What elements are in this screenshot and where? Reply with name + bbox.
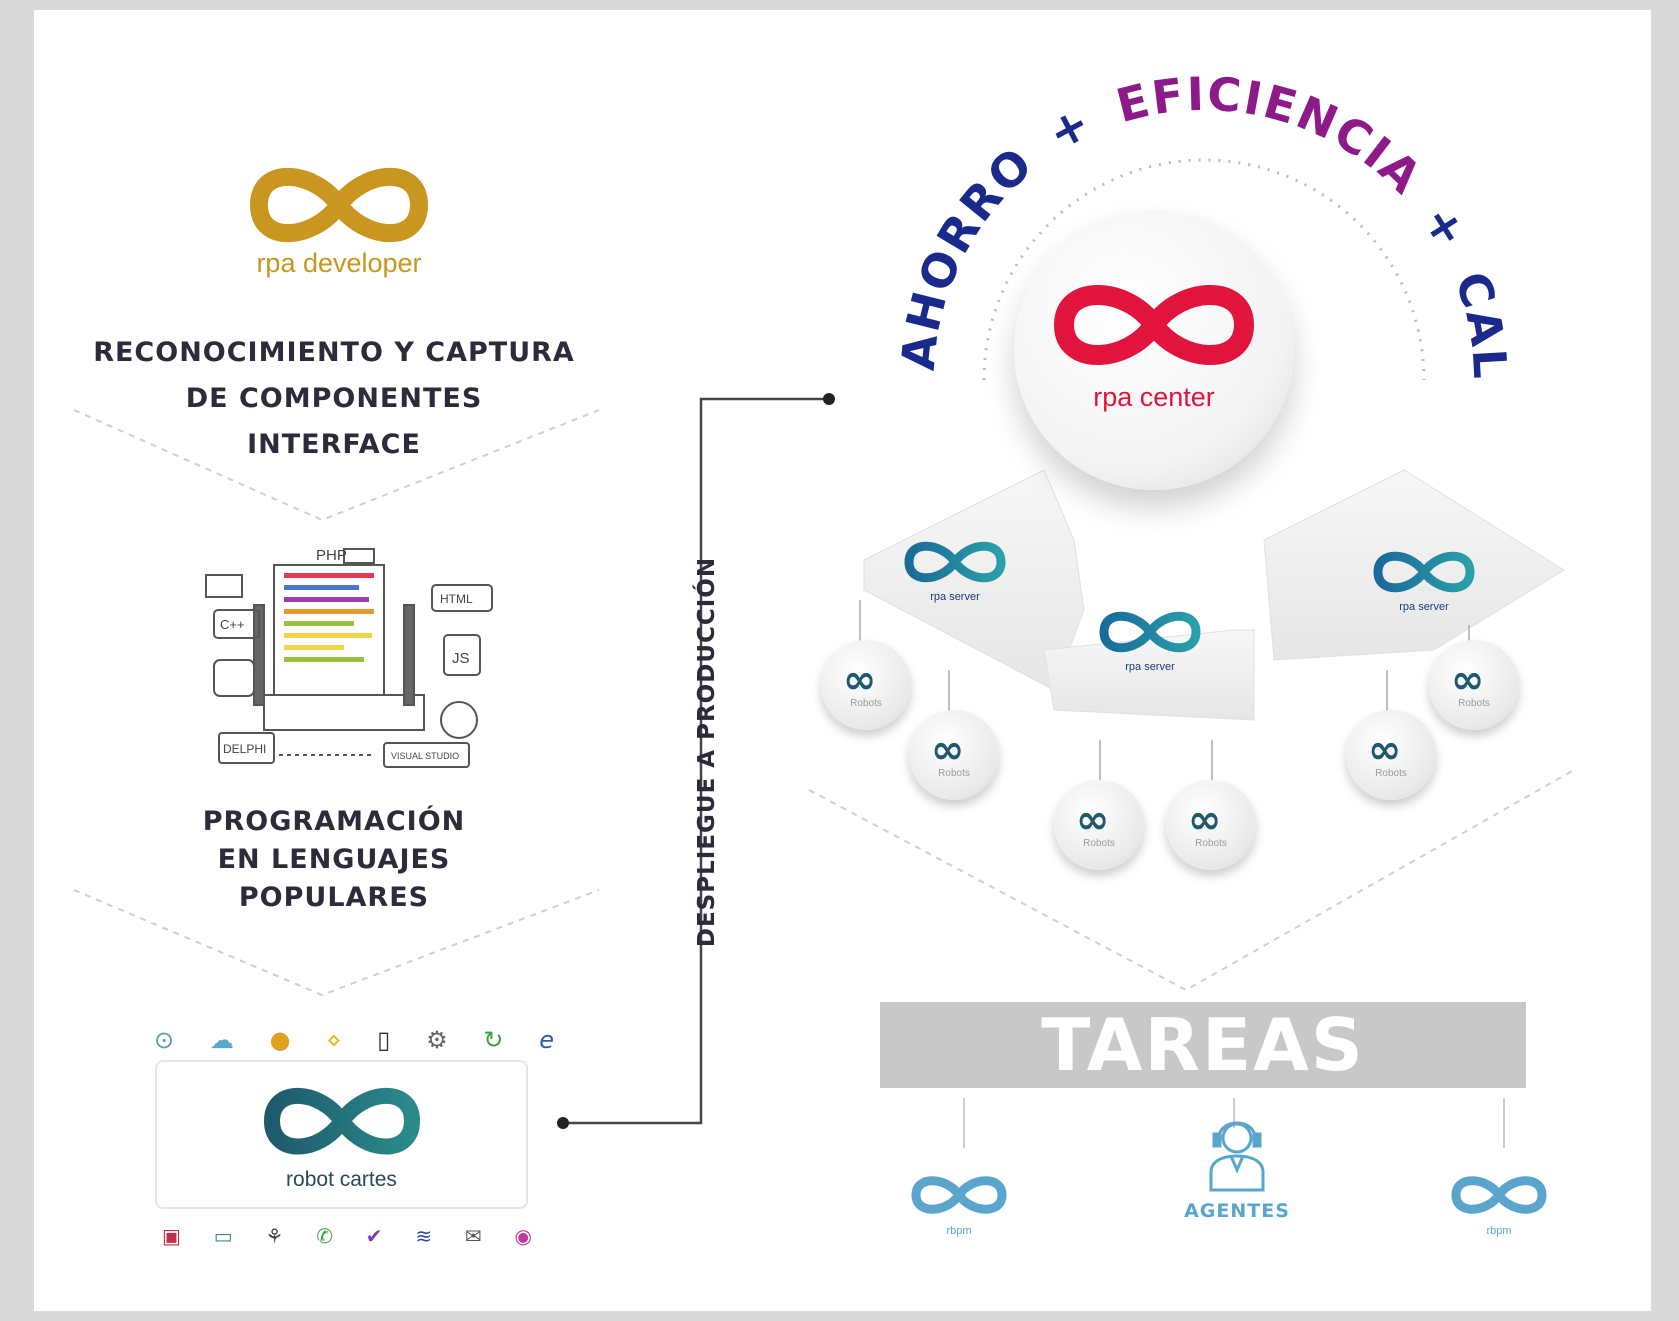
org-chart-icon: ⚘ — [265, 1224, 284, 1248]
connector-dot-end — [823, 393, 835, 405]
rbpm-logo-left-icon — [911, 1176, 1007, 1214]
programming-heading-line-1: PROGRAMACIÓN — [202, 806, 466, 837]
robot-caption: Robots — [850, 698, 882, 709]
recognition-heading-line-1: RECONOCIMIENTO Y CAPTURA — [93, 337, 575, 368]
arc-plus-2: + — [1412, 196, 1479, 259]
tag-visual-studio: VISUAL STUDIO — [391, 751, 459, 761]
network-icon: ⋄ — [326, 1026, 342, 1054]
robot-caption: Robots — [1375, 768, 1407, 779]
robot-infinity-icon: ∞ — [1451, 657, 1485, 703]
robot-caption: Robots — [938, 768, 970, 779]
programming-heading-line-2: EN LENGUAJES — [217, 844, 451, 875]
rpa-server-caption-left: rpa server — [930, 591, 980, 603]
recognition-heading-line-2: DE COMPONENTES — [185, 383, 483, 414]
robot-infinity-icon: ∞ — [1368, 727, 1402, 773]
robot-node-6: ∞ Robots — [1429, 640, 1519, 730]
robot-infinity-icon: ∞ — [1188, 797, 1222, 843]
desktop-icon: ▭ — [213, 1224, 233, 1248]
arc-plus-1: + — [1039, 94, 1100, 161]
server-plates: rpa server rpa server rpa server — [863, 469, 1565, 721]
agents-label: AGENTES — [1184, 1200, 1290, 1222]
eye-icon: ◉ — [514, 1224, 532, 1248]
rbpm-caption-left: rbpm — [946, 1225, 972, 1237]
diagram-canvas: rpa developer RECONOCIMIENTO Y CAPTURA D… — [34, 10, 1651, 1311]
tag-php: PHP — [316, 547, 347, 564]
divider-chevron-bottom — [73, 889, 600, 997]
arc-word-eficiencia: EFICIENCIA — [1111, 67, 1433, 205]
mobile-icon: ▯ — [377, 1026, 391, 1054]
cloud-icon: ☁ — [209, 1026, 234, 1054]
rpa-center-disc: rpa center — [1014, 210, 1294, 490]
connector-layer — [73, 393, 1575, 1129]
robot-caption: Robots — [1195, 838, 1227, 849]
robot-caption: Robots — [1083, 838, 1115, 849]
rpa-server-caption-right: rpa server — [1399, 601, 1449, 613]
rbpm-logo-right-icon — [1451, 1176, 1547, 1214]
tareas-banner: TAREAS — [880, 1002, 1526, 1088]
divider-chevron-top — [73, 409, 600, 522]
robot-cartes-logo-icon — [264, 1087, 420, 1155]
robot-cartes-card: robot cartes — [155, 1060, 528, 1209]
recognition-heading: RECONOCIMIENTO Y CAPTURA DE COMPONENTES … — [74, 330, 594, 468]
tag-cpp: C++ — [220, 617, 245, 632]
robot-node-2: ∞ Robots — [909, 710, 999, 800]
robot-caption: Robots — [1458, 698, 1490, 709]
deploy-label: DESPLIEGUE A PRODUCCIÓN — [694, 556, 720, 948]
rpa-center-caption: rpa center — [1093, 382, 1215, 412]
phone-icon: ✆ — [316, 1224, 333, 1248]
robot-infinity-icon: ∞ — [931, 727, 965, 773]
monitor-icon: ▣ — [162, 1224, 181, 1248]
robot-node-5: ∞ Robots — [1346, 710, 1436, 800]
rpa-developer-logo-icon — [250, 167, 428, 243]
tag-delphi: DELPHI — [223, 742, 266, 756]
robot-node-3: ∞ Robots — [1054, 780, 1144, 870]
programming-heading-line-3: POPULARES — [238, 882, 430, 913]
agent-headset-icon — [1209, 1121, 1265, 1192]
wifi-icon: ≋ — [415, 1224, 433, 1248]
robot-infinity-icon: ∞ — [843, 657, 877, 703]
tag-js: JS — [452, 650, 470, 667]
robot-cartes-caption: robot cartes — [286, 1168, 397, 1191]
robot-node-1: ∞ Robots — [821, 640, 911, 730]
browser-icon: e — [539, 1026, 554, 1054]
robot-node-4: ∞ Robots — [1166, 780, 1256, 870]
check-icon: ✔ — [365, 1224, 383, 1248]
server-plate-middle — [1043, 629, 1255, 721]
globe-icon: ● — [269, 1026, 291, 1054]
rpa-server-logo-middle-icon: rpa server — [1099, 611, 1201, 673]
rbpm-caption-right: rbpm — [1486, 1225, 1512, 1237]
programming-heading: PROGRAMACIÓN EN LENGUAJES POPULARES — [104, 803, 564, 917]
search-icon: ⊙ — [154, 1026, 175, 1054]
rpa-server-logo-right-icon: rpa server — [1373, 551, 1475, 613]
deploy-connector-line — [563, 397, 829, 1125]
robot-infinity-icon: ∞ — [1076, 797, 1110, 843]
sync-icon: ↻ — [483, 1026, 504, 1054]
divider-chevron-right — [808, 769, 1575, 992]
programming-illustration: PHP HTML C++ JS DELPHI VISUAL STUDIO — [205, 547, 493, 768]
rpa-center-logo-icon — [1054, 285, 1254, 365]
mail-icon: ✉ — [464, 1224, 482, 1248]
connector-dot-start — [557, 1117, 569, 1129]
rpa-server-caption-middle: rpa server — [1125, 661, 1175, 673]
tag-html: HTML — [440, 592, 473, 606]
rpa-server-logo-left-icon: rpa server — [904, 541, 1006, 603]
gear-icon: ⚙ — [426, 1026, 448, 1054]
recognition-heading-line-3: INTERFACE — [247, 429, 421, 460]
rpa-developer-caption: rpa developer — [256, 248, 422, 278]
integration-icons-bottom: ▣ ▭ ⚘ ✆ ✔ ≋ ✉ ◉ — [162, 1218, 532, 1254]
integration-icons-top: ⊙ ☁ ● ⋄ ▯ ⚙ ↻ e — [154, 1020, 554, 1060]
